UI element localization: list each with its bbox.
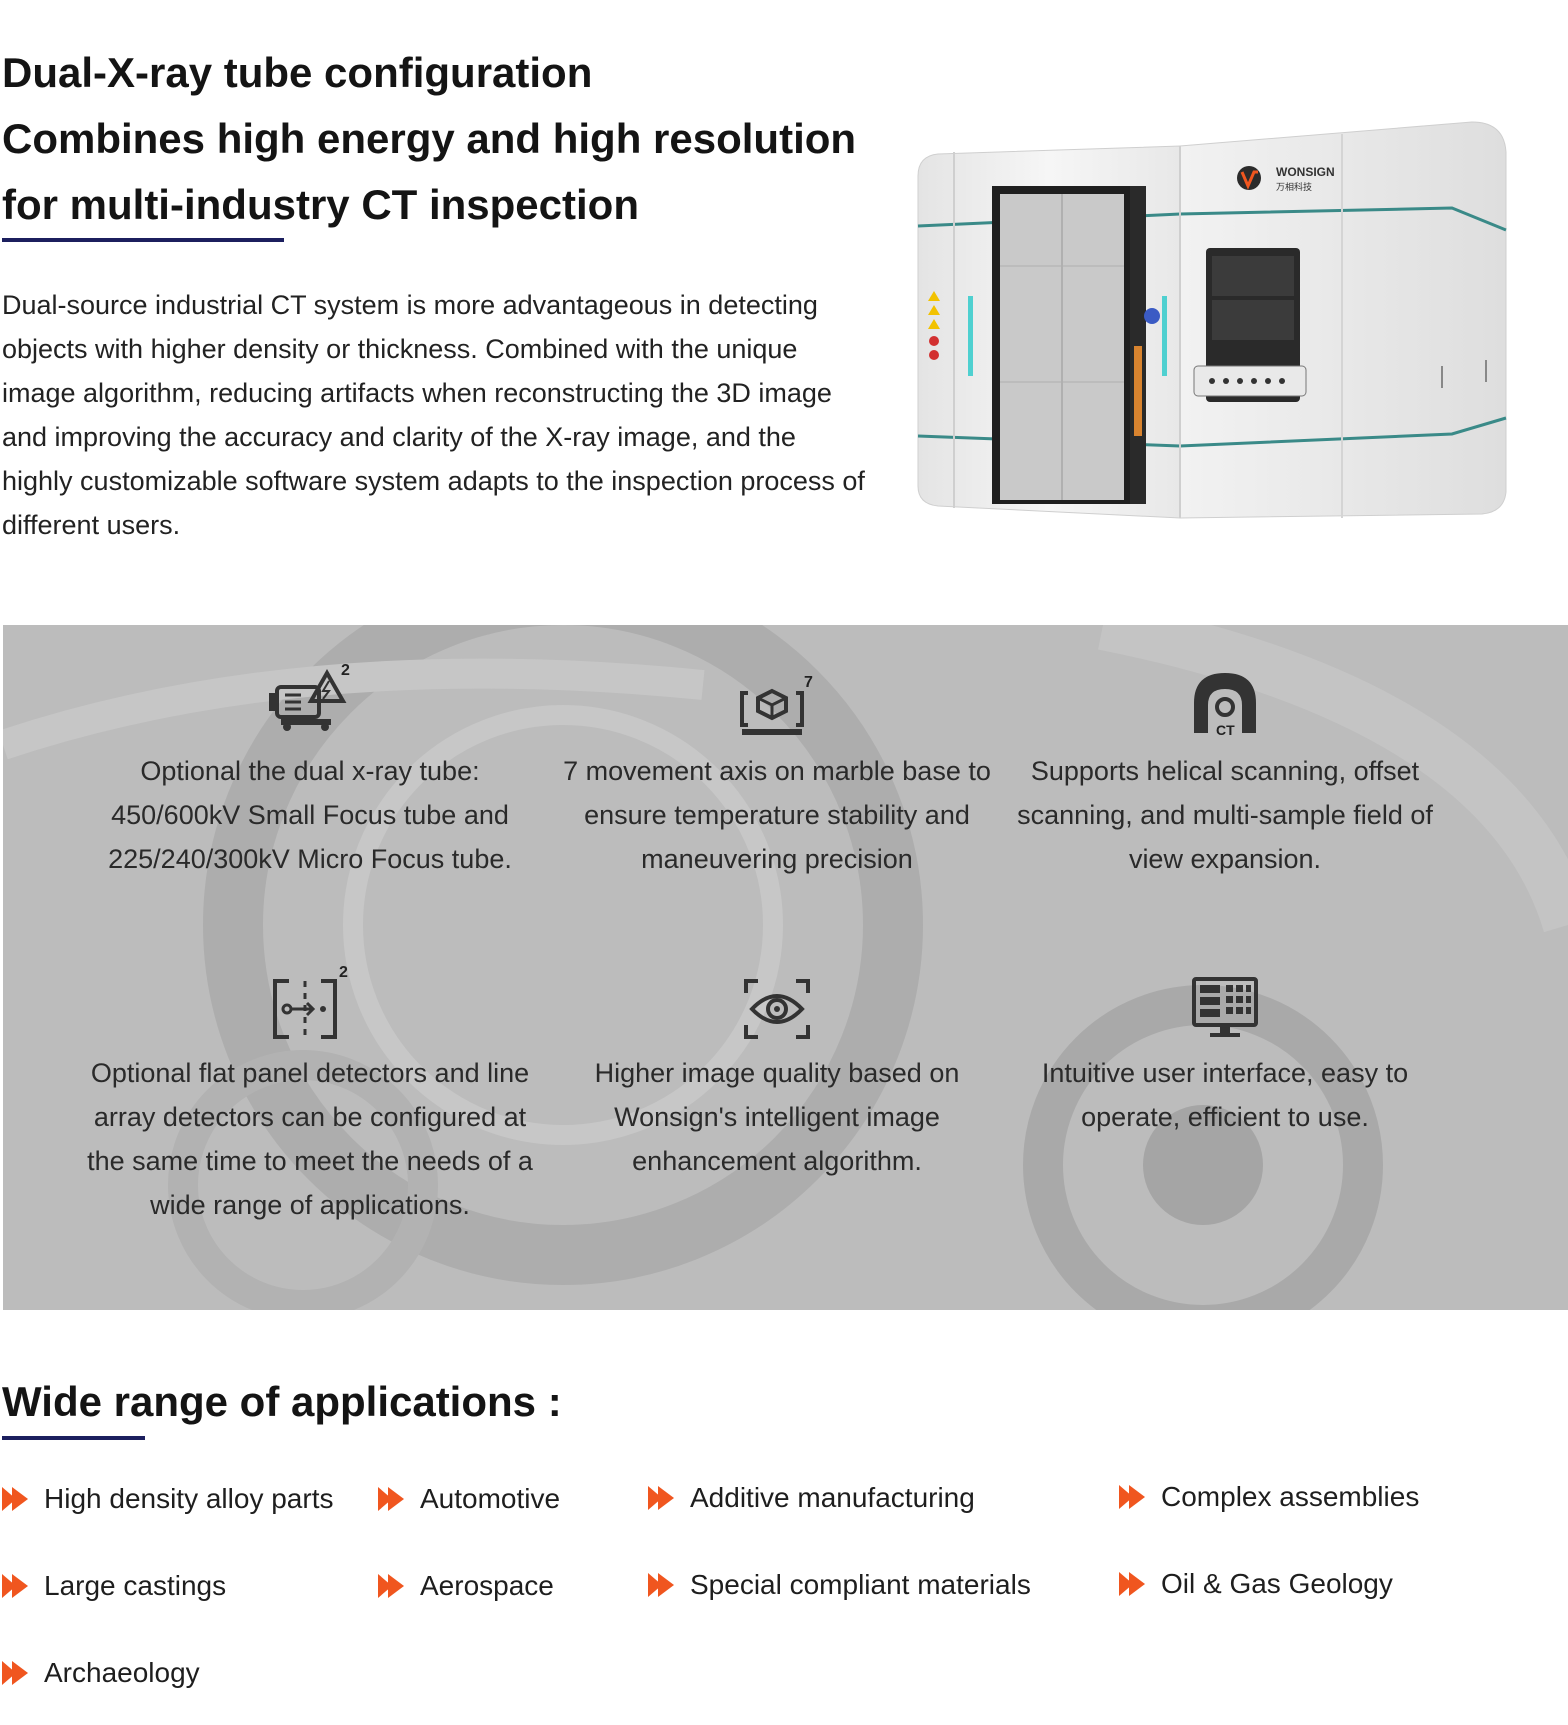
double-chevron-icon (1119, 1485, 1145, 1509)
feature-detectors: 2 Optional flat panel detectors and line… (80, 965, 540, 1227)
heading-underline (2, 238, 284, 242)
feature-text: Supports helical scanning, offset scanni… (1017, 756, 1433, 874)
double-chevron-icon (2, 1487, 28, 1511)
detector-icon: 2 (80, 965, 540, 1045)
eye-scan-icon (547, 965, 1007, 1045)
application-label: Large castings (44, 1570, 227, 1601)
application-label: Automotive (420, 1483, 561, 1514)
feature-badge: 2 (341, 663, 350, 679)
application-label: Aerospace (420, 1570, 554, 1601)
feature-text: 7 movement axis on marble base to ensure… (563, 756, 991, 874)
double-chevron-icon (648, 1573, 674, 1597)
application-item: Complex assemblies (1117, 1475, 1419, 1519)
brand-logo-text: WONSIGN (1276, 165, 1335, 179)
application-item: High density alloy parts (0, 1477, 333, 1521)
brand-logo-text-cn: 万相科技 (1276, 181, 1312, 193)
application-label: Oil & Gas Geology (1161, 1568, 1393, 1599)
feature-dual-xray-tube: 2 Optional the dual x-ray tube: 450/600k… (80, 663, 540, 881)
feature-text: Optional the dual x-ray tube: 450/600kV … (108, 756, 512, 874)
application-item: Archaeology (0, 1651, 200, 1695)
double-chevron-icon (1119, 1572, 1145, 1596)
feature-text: Higher image quality based on Wonsign's … (594, 1058, 960, 1176)
ct-scan-icon: CT (995, 663, 1455, 743)
machinery-background (3, 625, 1568, 1310)
feature-band: 2 Optional the dual x-ray tube: 450/600k… (3, 625, 1568, 1310)
dual-xray-tube-icon: 2 (80, 663, 540, 743)
application-item: Automotive (376, 1477, 560, 1521)
double-chevron-icon (2, 1661, 28, 1685)
feature-badge: 7 (804, 674, 813, 691)
application-label: Archaeology (44, 1657, 200, 1688)
double-chevron-icon (378, 1574, 404, 1598)
monitor-ui-icon (995, 965, 1455, 1045)
double-chevron-icon (2, 1574, 28, 1598)
industrial-ct-cabinet-image: WONSIGN 万相科技 (917, 121, 1507, 519)
feature-badge: 2 (339, 965, 348, 981)
feature-user-interface: Intuitive user interface, easy to operat… (995, 965, 1455, 1139)
intro-heading-line: Dual-X-ray tube configuration (2, 49, 593, 96)
application-item: Large castings (0, 1564, 226, 1608)
movement-axis-icon: 7 (547, 663, 1007, 743)
feature-movement-axis: 7 7 movement axis on marble base to ensu… (547, 663, 1007, 881)
feature-text: Optional flat panel detectors and line a… (87, 1058, 533, 1220)
applications-underline (2, 1436, 145, 1440)
application-label: High density alloy parts (44, 1483, 334, 1514)
feature-badge: CT (1216, 722, 1235, 738)
application-label: Special compliant materials (690, 1569, 1031, 1600)
feature-text: Intuitive user interface, easy to operat… (1041, 1058, 1409, 1132)
application-label: Additive manufacturing (690, 1482, 975, 1513)
application-label: Complex assemblies (1161, 1481, 1420, 1512)
intro-heading: Dual-X-ray tube configuration Combines h… (2, 40, 882, 238)
feature-image-quality: Higher image quality based on Wonsign's … (547, 965, 1007, 1183)
application-item: Additive manufacturing (646, 1476, 975, 1520)
double-chevron-icon (648, 1486, 674, 1510)
application-item: Oil & Gas Geology (1117, 1562, 1393, 1606)
application-item: Aerospace (376, 1564, 554, 1608)
intro-description: Dual-source industrial CT system is more… (2, 290, 865, 540)
feature-ct-scanning: CT Supports helical scanning, offset sca… (995, 663, 1455, 881)
double-chevron-icon (378, 1487, 404, 1511)
intro-heading-line: Combines high energy and high resolution (2, 115, 857, 162)
application-item: Special compliant materials (646, 1563, 1031, 1607)
applications-title: Wide range of applications : (2, 1378, 562, 1425)
intro-heading-line: for multi-industry CT inspection (2, 181, 639, 228)
